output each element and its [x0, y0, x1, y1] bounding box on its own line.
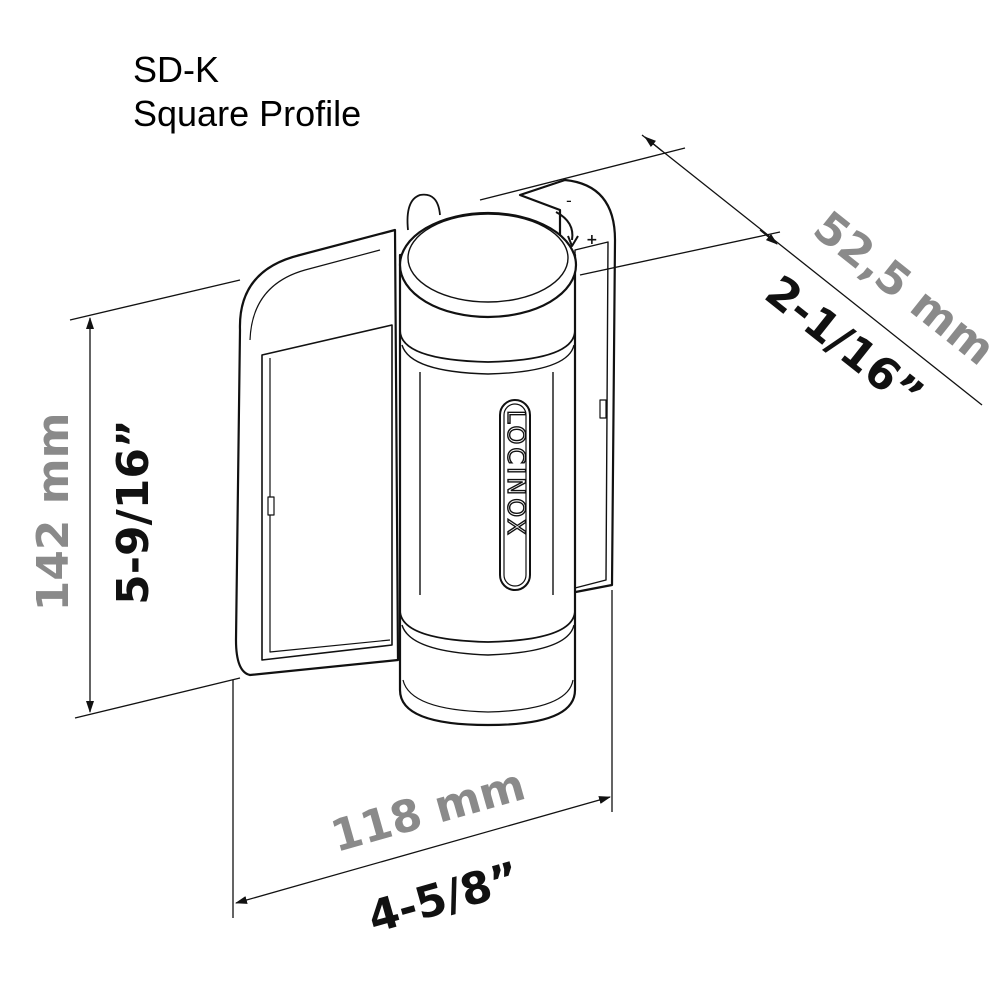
height-imperial-label: 5-9/16”: [108, 419, 159, 605]
left-leaf: [234, 228, 400, 677]
model-name: SD-K: [133, 49, 220, 90]
height-dimension: [69, 279, 241, 719]
title-block: SD-K Square Profile: [133, 48, 361, 136]
hinge-illustration: [234, 178, 617, 727]
depth-dimension: [479, 134, 983, 406]
width-metric-label: 118 mm: [325, 759, 530, 862]
barrel: [398, 253, 577, 727]
adjust-minus-symbol: -: [566, 191, 572, 210]
width-imperial-label: 4-5/8”: [362, 852, 525, 943]
width-dimension: [232, 590, 613, 918]
tension-adjust-icon: [555, 211, 574, 241]
profile-name: Square Profile: [133, 93, 362, 134]
brand-badge: [499, 399, 531, 591]
brand-logo: LOCINOX: [502, 410, 530, 538]
barrel-top-cap: [398, 211, 578, 319]
adjust-plus-symbol: +: [586, 232, 598, 248]
height-metric-label: 142 mm: [28, 413, 79, 612]
